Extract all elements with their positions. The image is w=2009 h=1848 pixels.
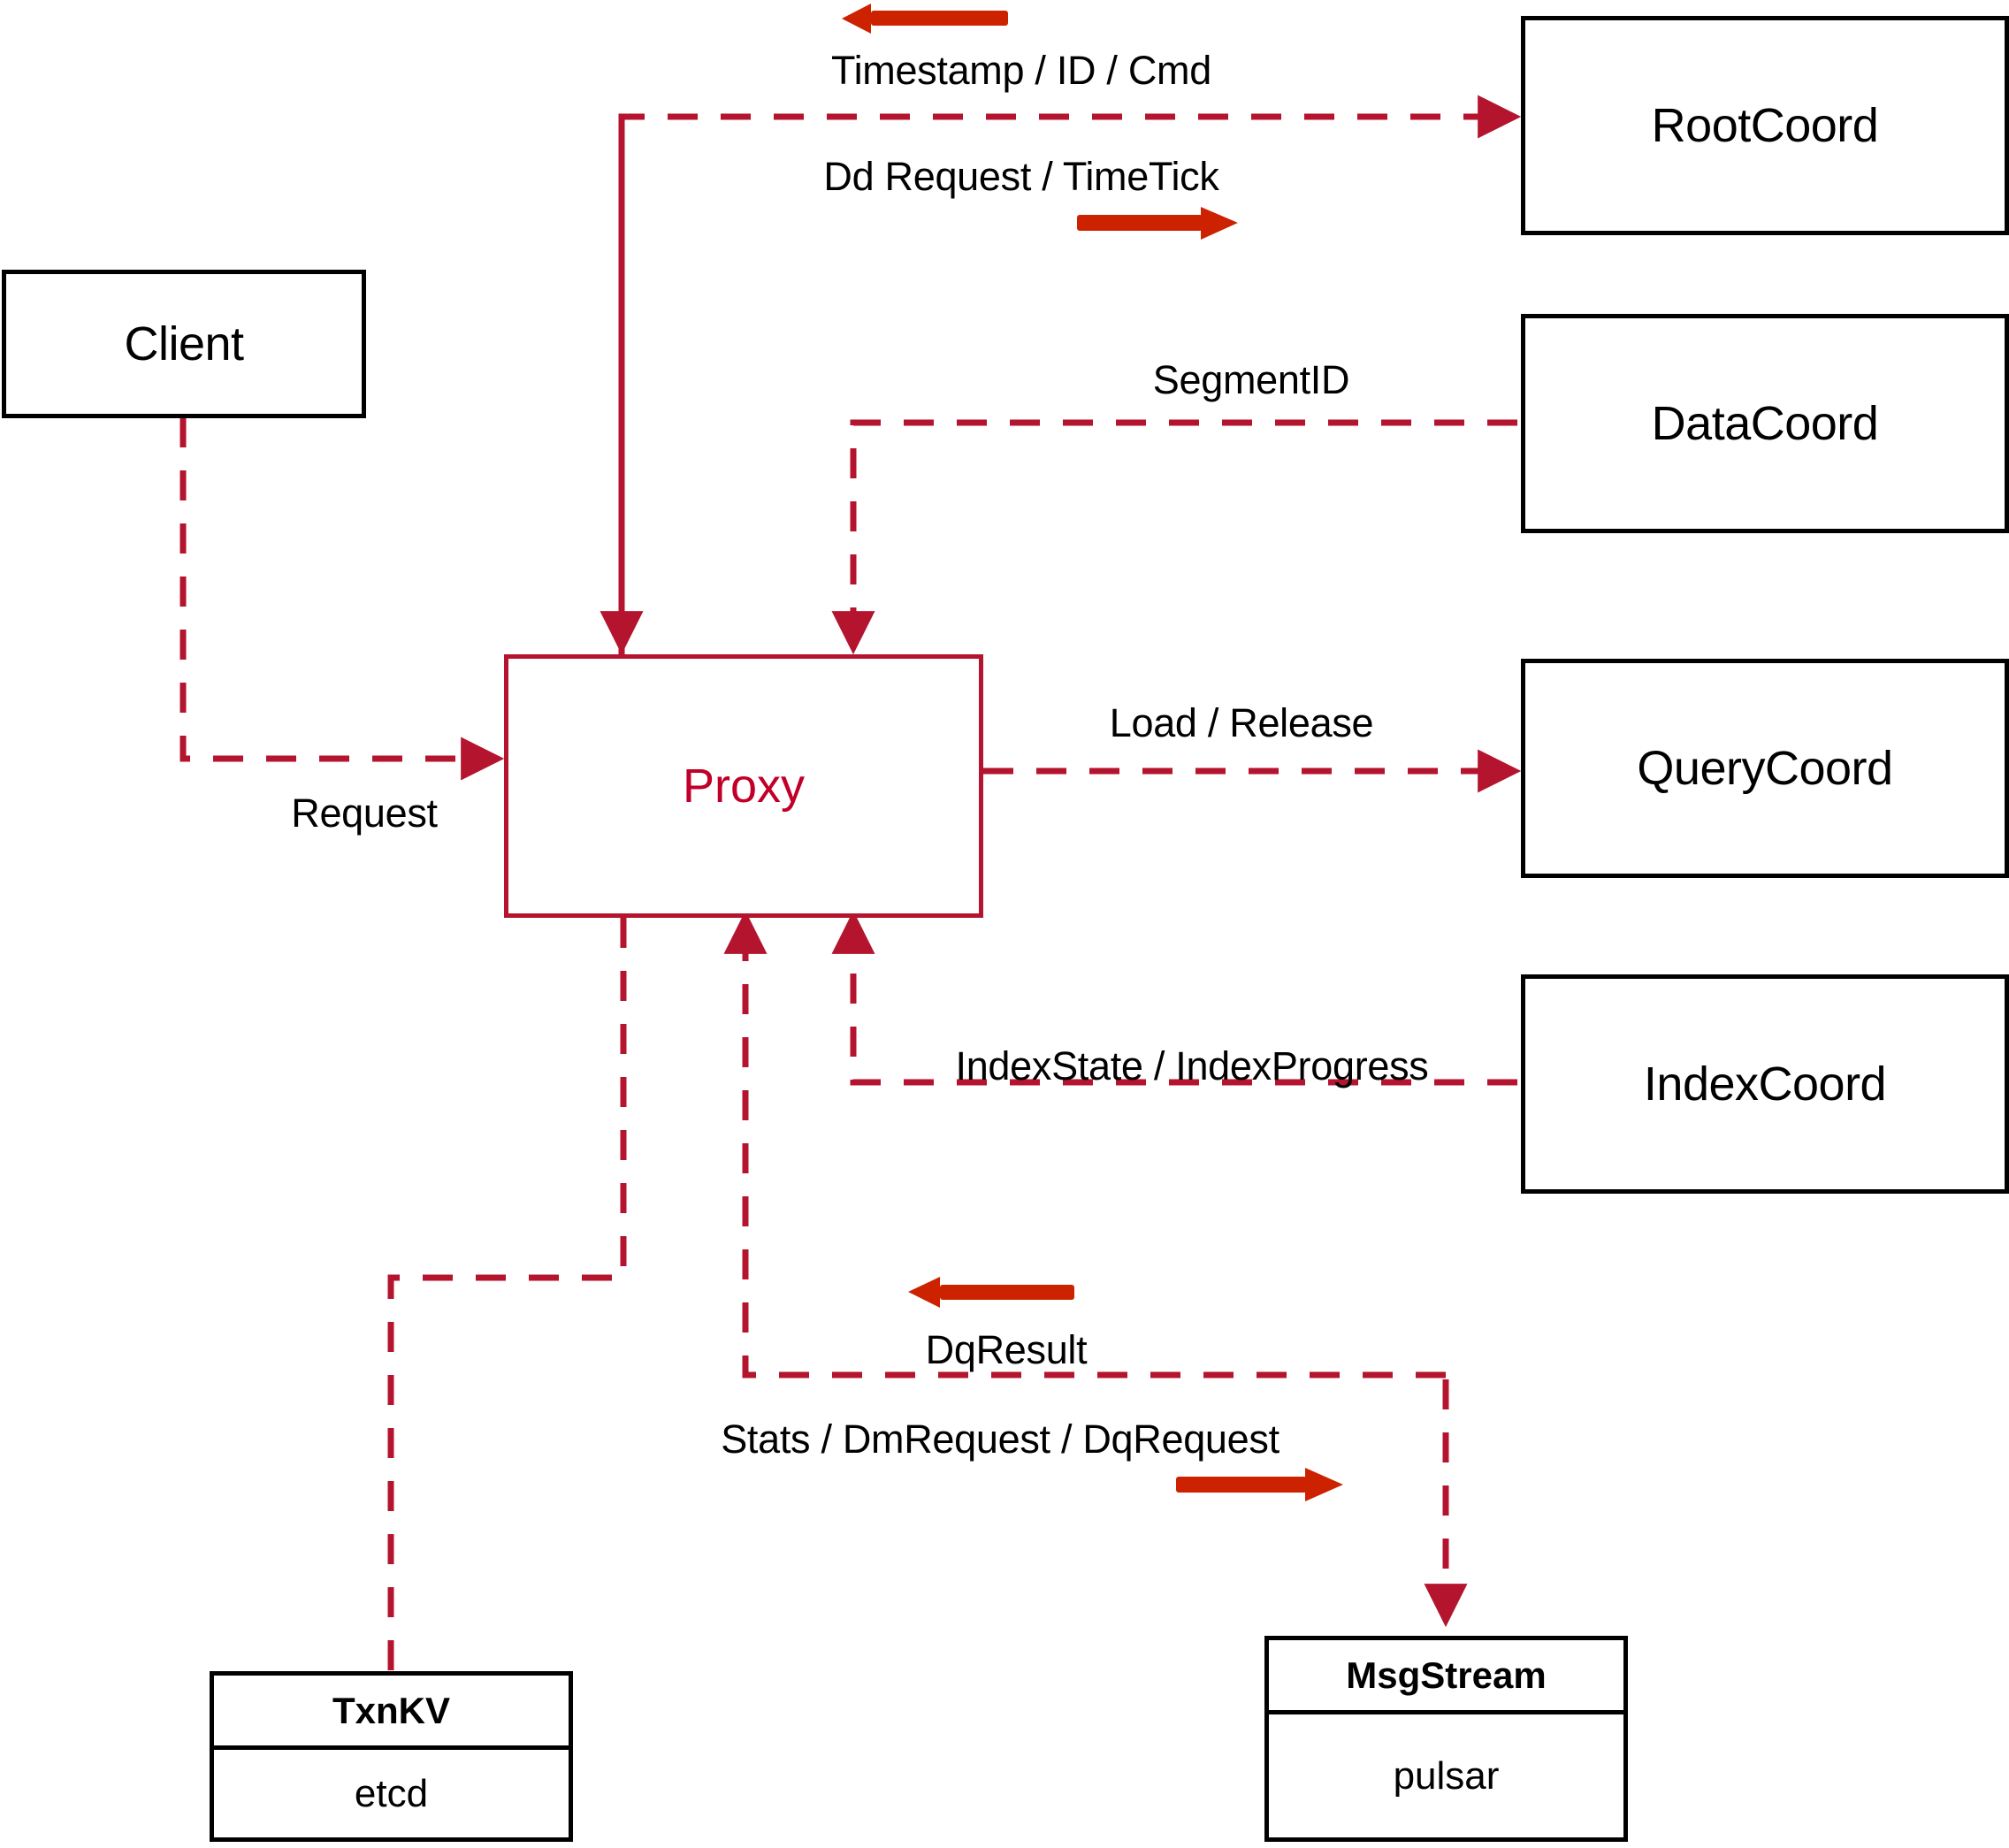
node-txnkv-body-label: etcd (354, 1771, 429, 1815)
node-proxy[interactable]: Proxy (504, 654, 983, 918)
node-datacoord[interactable]: DataCoord (1521, 314, 2009, 533)
node-txnkv-header-label: TxnKV (332, 1689, 450, 1731)
arrow-timestamp-id-cmd-icon (842, 4, 1008, 34)
edge-label-timestamp-id-cmd: Timestamp / ID / Cmd (831, 48, 1211, 93)
direction-arrow-glyphs (842, 4, 1343, 1501)
node-client-label: Client (124, 317, 244, 370)
edge-datacoord-to-proxy (831, 419, 1517, 655)
edge-label-indexstate-indexprogress: IndexState / IndexProgress (955, 1043, 1429, 1088)
edge-msgstream-to-proxy (723, 910, 1446, 1378)
arrow-dd-request-icon (1077, 207, 1238, 240)
node-msgstream-body: pulsar (1269, 1714, 1623, 1837)
edge-label-request: Request (291, 790, 438, 836)
node-proxy-label: Proxy (682, 760, 806, 813)
arrow-dqresult-icon (908, 1277, 1074, 1308)
edge-proxy-to-txnkv (387, 918, 627, 1671)
node-msgstream-body-label: pulsar (1393, 1753, 1500, 1798)
node-txnkv-header: TxnKV (214, 1676, 569, 1750)
node-msgstream-header-label: MsgStream (1346, 1653, 1547, 1696)
edge-label-load-release: Load / Release (1109, 700, 1374, 745)
node-rootcoord-label: RootCoord (1651, 99, 1879, 152)
dashed-connectors (180, 95, 1522, 1671)
node-msgstream-header: MsgStream (1269, 1640, 1623, 1714)
node-txnkv-body: etcd (214, 1750, 569, 1837)
edge-label-dd-request-timetick: Dd Request / TimeTick (823, 154, 1219, 199)
edge-client-to-proxy (180, 417, 505, 781)
node-indexcoord[interactable]: IndexCoord (1521, 974, 2009, 1194)
node-msgstream[interactable]: MsgStream pulsar (1264, 1636, 1628, 1842)
node-querycoord[interactable]: QueryCoord (1521, 659, 2009, 878)
edge-indexcoord-to-proxy (831, 910, 1517, 1086)
node-indexcoord-label: IndexCoord (1643, 1058, 1887, 1111)
arrow-stats-dmrequest-icon (1176, 1468, 1343, 1501)
edge-label-dqresult: DqResult (925, 1327, 1088, 1372)
node-client[interactable]: Client (2, 270, 366, 418)
edge-proxy-rootcoord (618, 95, 1522, 654)
node-datacoord-label: DataCoord (1651, 397, 1879, 450)
node-querycoord-label: QueryCoord (1637, 742, 1893, 795)
edge-label-segmentid: SegmentID (1152, 357, 1350, 402)
node-txnkv[interactable]: TxnKV etcd (210, 1671, 573, 1842)
node-rootcoord[interactable]: RootCoord (1521, 16, 2009, 235)
edge-label-stats-dmrequest-dqrequest: Stats / DmRequest / DqRequest (721, 1417, 1279, 1462)
